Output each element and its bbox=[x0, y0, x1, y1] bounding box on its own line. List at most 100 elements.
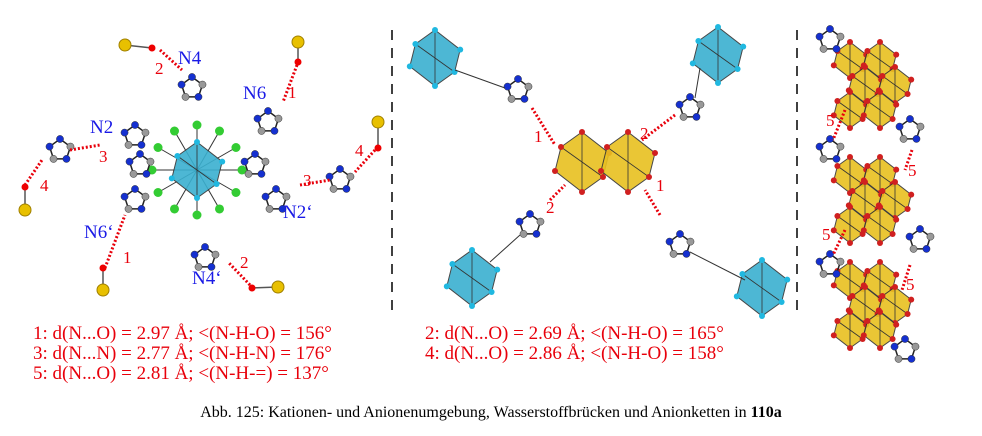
chlorine-atom bbox=[153, 143, 163, 152]
bond bbox=[689, 251, 746, 281]
chain-octahedron-vertex bbox=[904, 206, 911, 212]
imidazolium-ring-atom bbox=[836, 142, 845, 151]
imidazolium-ring-atom bbox=[686, 237, 695, 246]
imidazolium-ring-atom bbox=[265, 205, 274, 213]
bond bbox=[694, 67, 701, 99]
bond-number: 5 bbox=[906, 275, 915, 294]
hydrogen-bond bbox=[158, 48, 184, 72]
sulfur-atom bbox=[371, 115, 385, 129]
anion-octahedron-vertex bbox=[494, 266, 501, 273]
imidazolium-ring-atom bbox=[142, 170, 151, 178]
chain-octahedron-vertex bbox=[864, 98, 871, 104]
anion-octahedron-vertex bbox=[734, 66, 741, 72]
imidazolium-ring-atom bbox=[251, 150, 259, 158]
hydrogen-bond bbox=[226, 260, 252, 287]
anion-octahedron-vertex bbox=[469, 303, 475, 309]
central-octahedron-edge bbox=[177, 155, 217, 185]
hydrogen-bond bbox=[643, 189, 662, 216]
anion-octahedron-vertex bbox=[443, 283, 450, 290]
bond bbox=[454, 69, 506, 89]
chain-octahedron-vertex bbox=[847, 154, 853, 160]
chain-octahedron-vertex bbox=[893, 166, 900, 173]
imidazolium-ring-atom bbox=[120, 192, 129, 201]
imidazolium-ring-atom bbox=[507, 95, 516, 103]
hydrogen-bond bbox=[530, 107, 557, 146]
imidazolium-ring-atom bbox=[916, 225, 924, 233]
chain-octahedron-vertex bbox=[864, 318, 871, 324]
oxygen-atom bbox=[374, 144, 382, 152]
chain-octahedron-vertex bbox=[862, 179, 868, 185]
imidazolium-ring-atom bbox=[503, 82, 512, 91]
imidazolium-ring-atom bbox=[211, 250, 220, 259]
gold-octahedron-vertex bbox=[625, 189, 631, 195]
anion-octahedron-vertex bbox=[733, 293, 740, 300]
bond-number: 5 bbox=[908, 161, 917, 180]
chain-octahedron-vertex bbox=[864, 163, 871, 169]
oxygen-atom bbox=[99, 264, 107, 272]
imidazolium-ring-atom bbox=[137, 141, 146, 149]
imidazolium-ring-atom bbox=[665, 237, 674, 246]
chain-octahedron-vertex bbox=[889, 231, 896, 237]
imidazolium-ring-atom bbox=[676, 230, 684, 238]
atom-label: N6‘ bbox=[84, 222, 114, 243]
chain-octahedron-vertex bbox=[877, 154, 883, 160]
chain-octahedron-vertex bbox=[847, 345, 853, 351]
gold-octahedron-vertex bbox=[600, 174, 606, 180]
chain-octahedron-vertex bbox=[849, 73, 856, 79]
imidazolium-ring-atom bbox=[890, 342, 899, 351]
hydrogen-bond bbox=[23, 159, 44, 186]
imidazolium-ring-atom bbox=[49, 155, 58, 163]
hydrogen-bond bbox=[353, 148, 377, 174]
imidazolium-ring-atom bbox=[336, 165, 344, 173]
imidazolium-ring-atom bbox=[836, 32, 845, 41]
imidazolium-ring-atom bbox=[141, 128, 150, 137]
hydrogen-bond bbox=[103, 214, 127, 269]
bond-number: 1 bbox=[123, 248, 132, 267]
imidazolium-ring-atom bbox=[278, 205, 287, 213]
anion-octahedron-vertex bbox=[778, 299, 785, 305]
gold-octahedron-vertex bbox=[579, 129, 585, 135]
imidazolium-ring-atom bbox=[257, 170, 266, 178]
imidazolium-ring-atom bbox=[669, 250, 678, 258]
chain-octahedron-vertex bbox=[908, 296, 915, 303]
imidazolium-ring-atom bbox=[826, 135, 834, 143]
imidazolium-ring-atom bbox=[125, 157, 134, 166]
chain-octahedron-vertex bbox=[889, 116, 896, 122]
sulfur-atom bbox=[18, 203, 32, 217]
chain-octahedron-edge bbox=[867, 320, 893, 340]
anion-octahedron-vertex bbox=[759, 257, 765, 263]
bond-number: 5 bbox=[826, 111, 835, 130]
imidazolium-ring-atom bbox=[675, 100, 684, 109]
imidazolium-ring-atom bbox=[282, 192, 291, 201]
sulfur-atom bbox=[118, 38, 132, 52]
gold-octahedron-vertex bbox=[579, 189, 585, 195]
anion-octahedron-vertex bbox=[759, 313, 765, 319]
anion-octahedron-vertex bbox=[689, 60, 696, 67]
anion-octahedron-vertex bbox=[406, 63, 413, 70]
chain-octahedron-edge bbox=[837, 50, 863, 70]
imidazolium-ring-atom bbox=[56, 135, 64, 143]
imidazolium-ring-atom bbox=[207, 263, 216, 271]
imidazolium-ring-atom bbox=[177, 80, 186, 89]
anion-octahedron-vertex bbox=[451, 69, 458, 75]
gold-octahedron-vertex bbox=[652, 150, 658, 156]
imidazolium-ring-atom bbox=[261, 192, 270, 201]
imidazolium-ring-atom bbox=[692, 113, 701, 121]
imidazolium-ring-atom bbox=[926, 232, 935, 241]
bond-number: 4 bbox=[40, 176, 49, 195]
chain-octahedron-vertex bbox=[908, 76, 915, 83]
chain-octahedron-vertex bbox=[830, 62, 837, 69]
gold-octahedron-vertex bbox=[552, 168, 558, 174]
chain-octahedron-vertex bbox=[847, 240, 853, 246]
gold-octahedron-vertex bbox=[558, 144, 564, 150]
anion-octahedron-vertex bbox=[695, 38, 702, 44]
chain-octahedron-edge bbox=[867, 100, 893, 120]
chain-octahedron-vertex bbox=[893, 271, 900, 278]
imidazolium-ring-atom bbox=[261, 157, 270, 166]
chain-octahedron-vertex bbox=[830, 332, 837, 339]
bond-number: 1 bbox=[534, 127, 543, 146]
imidazolium-ring-atom bbox=[146, 157, 155, 166]
hydrogen-bond bbox=[831, 109, 847, 141]
imidazolium-ring-atom bbox=[832, 155, 841, 163]
